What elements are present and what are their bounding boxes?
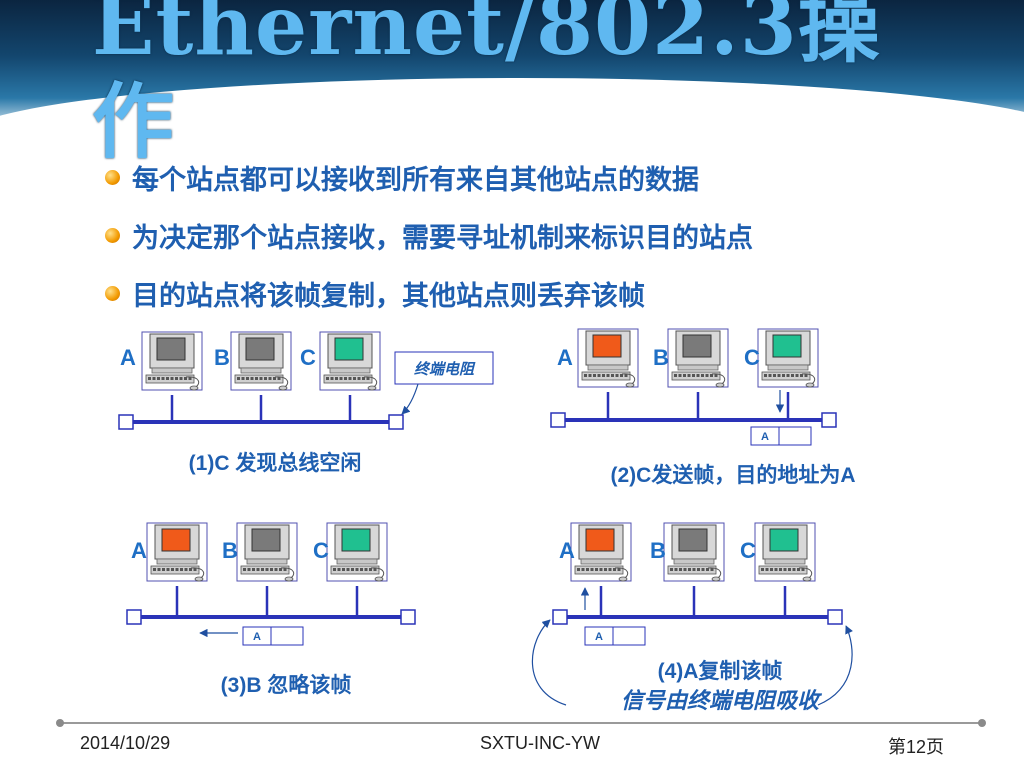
screen-gray — [678, 528, 708, 552]
computer-A — [570, 522, 632, 582]
station-label-B: B — [214, 345, 230, 370]
terminator-label: 终端电阻 — [414, 361, 476, 378]
panel-caption: (4)A复制该帧 — [658, 659, 783, 683]
terminator-right — [827, 609, 843, 625]
bullet-icon — [105, 285, 120, 301]
bullet-item: 为决定那个站点接收，需要寻址机制来标识目的站点 — [105, 206, 753, 264]
keyboard — [234, 374, 284, 384]
panel-caption-2: 信号由终端电阻吸收 — [621, 688, 823, 713]
screen-green — [772, 334, 802, 358]
panel-caption: (1)C 发现总线空闲 — [189, 451, 362, 475]
keyboard — [330, 565, 380, 575]
screen-gray — [156, 337, 186, 361]
station-label-B: B — [653, 345, 669, 370]
terminator-left — [118, 414, 134, 430]
computer-A — [146, 522, 208, 582]
computer-B — [667, 328, 729, 388]
computer-C — [326, 522, 388, 582]
station-label-A: A — [557, 345, 573, 370]
keyboard — [581, 371, 631, 381]
station-label-A: A — [120, 345, 136, 370]
bullet-item: 每个站点都可以接收到所有来自其他站点的数据 — [105, 148, 753, 206]
footer-divider — [56, 719, 986, 727]
screen-green — [334, 337, 364, 361]
frame-label: A — [595, 631, 603, 643]
station-label-C: C — [744, 345, 760, 370]
ethernet-diagram: A B C (1)C 发现总线空闲 A B C (2)C发送帧，目的地址为A A B C (3)B 忽… — [118, 328, 856, 713]
keyboard — [323, 374, 373, 384]
computer-C — [757, 328, 819, 388]
screen-gray — [245, 337, 275, 361]
screen-green — [341, 528, 371, 552]
computer-A — [577, 328, 639, 388]
computer-B — [663, 522, 725, 582]
computer-B — [236, 522, 298, 582]
slide-title: Ethernet/802.3操作 — [92, 0, 881, 170]
screen-gray — [682, 334, 712, 358]
bullet-icon — [105, 227, 120, 243]
frame-label: A — [253, 631, 261, 643]
bullet-list: 每个站点都可以接收到所有来自其他站点的数据 为决定那个站点接收，需要寻址机制来标… — [105, 148, 753, 322]
station-label-B: B — [222, 538, 238, 563]
computer-C — [754, 522, 816, 582]
terminator-right — [400, 609, 416, 625]
terminator-right — [821, 412, 837, 428]
frame-header — [750, 426, 780, 446]
keyboard — [150, 565, 200, 575]
panel-caption: (3)B 忽略该帧 — [221, 673, 352, 697]
frame-header — [242, 626, 272, 646]
keyboard — [667, 565, 717, 575]
computer-C — [319, 331, 381, 391]
terminator-left — [126, 609, 142, 625]
keyboard — [761, 371, 811, 381]
screen-orange — [161, 528, 191, 552]
frame-label: A — [761, 431, 769, 443]
computer-A — [141, 331, 203, 391]
footer-page: 第12页 — [888, 737, 945, 757]
footer-date: 2014/10/29 — [80, 733, 171, 753]
screen-gray — [251, 528, 281, 552]
screen-orange — [592, 334, 622, 358]
footer-center: SXTU-INC-YW — [480, 733, 600, 753]
bullet-item: 目的站点将该帧复制，其他站点则丢弃该帧 — [105, 264, 753, 322]
station-label-A: A — [131, 538, 147, 563]
station-label-C: C — [740, 538, 756, 563]
terminator-left — [550, 412, 566, 428]
station-label-B: B — [650, 538, 666, 563]
terminator-right — [388, 414, 404, 430]
terminator-left — [552, 609, 568, 625]
keyboard — [240, 565, 290, 575]
station-label-A: A — [559, 538, 575, 563]
keyboard — [145, 374, 195, 384]
station-label-C: C — [313, 538, 329, 563]
terminator-callout — [394, 351, 494, 385]
station-label-C: C — [300, 345, 316, 370]
screen-green — [769, 528, 799, 552]
absorb-arrow-right — [817, 625, 853, 706]
screen-orange — [585, 528, 615, 552]
absorb-arrow-left — [531, 619, 567, 706]
computer-B — [230, 331, 292, 391]
keyboard — [758, 565, 808, 575]
keyboard — [671, 371, 721, 381]
callout-arrow — [401, 383, 419, 415]
keyboard — [574, 565, 624, 575]
panel-caption: (2)C发送帧，目的地址为A — [611, 463, 856, 487]
frame-header — [584, 626, 614, 646]
bullet-icon — [105, 169, 120, 185]
header-band — [0, 0, 1024, 140]
